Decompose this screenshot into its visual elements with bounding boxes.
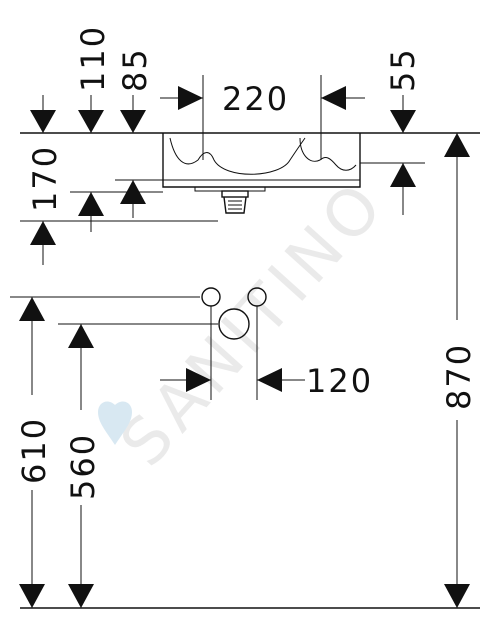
dim-610-label: 610 [15, 417, 53, 484]
dim-610: 610 [10, 296, 200, 608]
dim-110-label: 110 [74, 25, 112, 92]
dim-560-label: 560 [64, 433, 102, 500]
basin [162, 133, 361, 214]
dim-110: 110 [74, 25, 112, 133]
dim-85: 85 [116, 47, 154, 133]
dim-220: 220 [160, 75, 365, 160]
dim-560: 560 [58, 323, 218, 608]
watermark-drop-icon [98, 401, 132, 445]
pipe-connections [201, 287, 267, 400]
dim-55-label: 55 [384, 47, 422, 92]
dim-870-label: 870 [440, 343, 478, 410]
dim-170-label: 170 [26, 145, 64, 212]
dim-220-label: 220 [222, 80, 289, 118]
dim-55: 55 [360, 47, 425, 215]
dim-85-label: 85 [116, 47, 154, 92]
dim-120: 120 [160, 362, 373, 400]
dim-170: 170 [20, 95, 218, 265]
dim-120-label: 120 [306, 362, 373, 400]
watermark-text: SANITINO [107, 166, 401, 480]
dim-870: 870 [440, 133, 478, 608]
dim-inner-ticks [70, 179, 163, 232]
